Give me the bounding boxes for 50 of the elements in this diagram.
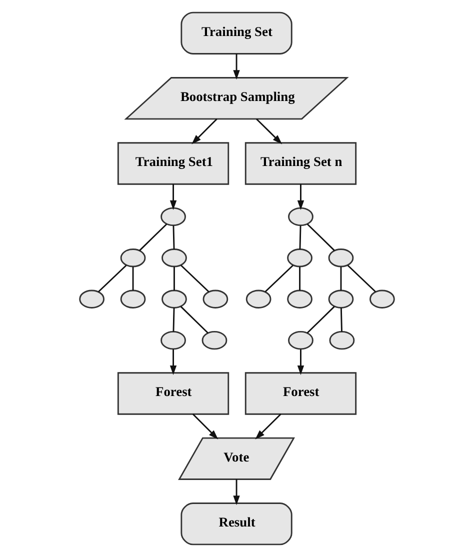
- arrow: [256, 118, 282, 144]
- node-ellipse: [79, 290, 104, 308]
- connector: [172, 308, 175, 332]
- node-ellipse: [288, 330, 314, 350]
- connector: [174, 266, 175, 290]
- arrow: [192, 414, 218, 440]
- node-ellipse: [162, 248, 187, 268]
- arrow: [192, 118, 218, 144]
- node-ellipse: [287, 248, 312, 268]
- node-ellipse: [160, 330, 186, 350]
- connector: [299, 266, 300, 290]
- connector: [98, 264, 127, 292]
- connector: [180, 264, 210, 292]
- node-box: Training Set1: [117, 142, 230, 185]
- node-ellipse: [120, 290, 146, 308]
- node-ellipse: [160, 207, 186, 226]
- node-ellipse: [246, 290, 272, 308]
- arrow: [297, 349, 304, 376]
- arrow: [297, 184, 304, 210]
- connector: [340, 266, 342, 290]
- connector: [306, 224, 335, 252]
- connector: [132, 266, 134, 290]
- node-ellipse: [328, 290, 354, 308]
- node-ellipse: [329, 330, 355, 350]
- node-ellipse: [288, 207, 314, 226]
- arrow: [170, 349, 177, 376]
- node-ellipse: [287, 290, 312, 308]
- connector: [172, 226, 175, 250]
- connector: [340, 308, 342, 332]
- node-box: Result: [180, 502, 292, 546]
- node-box: Forest: [244, 372, 357, 415]
- connector: [306, 306, 335, 334]
- connector: [347, 264, 376, 292]
- node-ellipse: [202, 290, 228, 308]
- node-ellipse: [120, 248, 146, 268]
- node-ellipse: [328, 248, 354, 268]
- arrow: [233, 479, 240, 506]
- arrow: [170, 184, 177, 210]
- connector: [264, 264, 294, 292]
- node-ellipse: [162, 290, 187, 308]
- arrow: [255, 414, 282, 440]
- arrow: [233, 54, 240, 80]
- node-box: Training Set: [180, 12, 292, 54]
- node-ellipse: [369, 290, 395, 308]
- connector: [299, 226, 302, 250]
- connector: [180, 306, 208, 334]
- node-ellipse: [202, 330, 228, 350]
- node-box: Forest: [117, 372, 230, 415]
- node-box: Training Set n: [244, 142, 357, 185]
- connector: [139, 224, 168, 252]
